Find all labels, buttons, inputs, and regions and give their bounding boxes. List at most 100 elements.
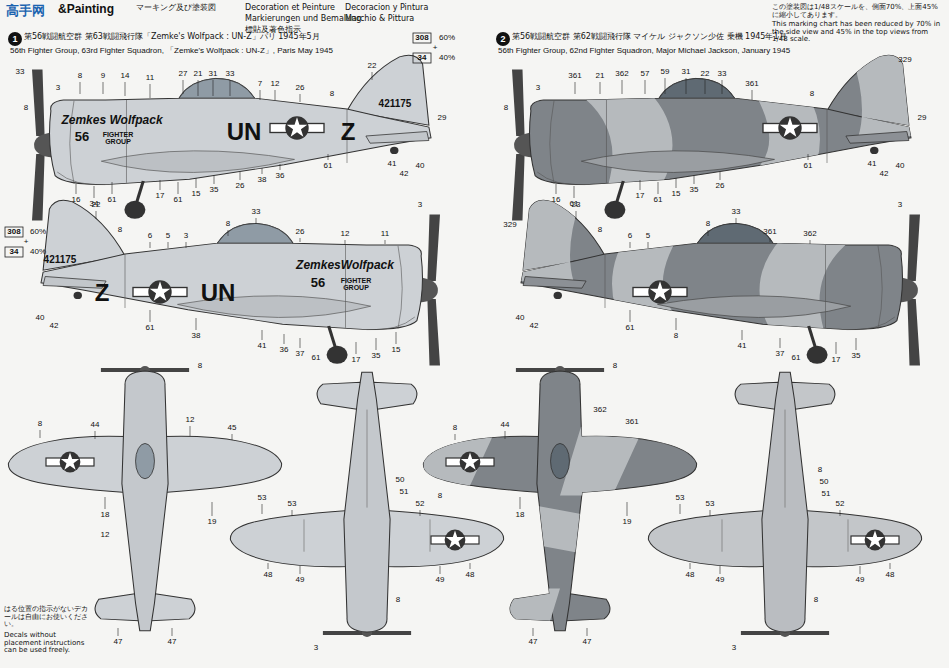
callout-number: 37 (296, 350, 305, 358)
callout-number: 42 (50, 322, 59, 330)
callout-number: 61 (324, 162, 333, 170)
callout-number: 49 (296, 576, 305, 584)
callout-number: 8 (198, 362, 202, 370)
note-text: この塗装図は1/48スケールを、側面70%、上面45%に縮小してあります。 (772, 4, 944, 19)
callout-number: 35 (852, 352, 861, 360)
callout-number: 47 (168, 638, 177, 646)
serial-marking: 421175 (44, 255, 77, 265)
callout-number: 26 (236, 182, 245, 190)
callout-number: 36 (276, 172, 285, 180)
callout-number: 12 (101, 531, 110, 539)
callout-number: 8 (24, 104, 28, 112)
callout-number: 47 (583, 638, 592, 646)
national-insignia (431, 530, 479, 551)
callout-number: 29 (918, 114, 927, 122)
callout-number: 42 (530, 322, 539, 330)
callout-number: 48 (264, 571, 273, 579)
nose-art-text: Zemkes Wolfpack (61, 114, 162, 126)
callout-number: 5 (166, 232, 170, 240)
group-number: 56 (75, 130, 89, 143)
scheme-number-badge: 1 (8, 32, 22, 46)
national-insignia (633, 280, 687, 303)
callout-number: 49 (856, 576, 865, 584)
heading-text: Decoracion y Pintura (345, 4, 428, 12)
callout-number: 21 (194, 70, 203, 78)
national-insignia (763, 116, 817, 139)
callout-number: 51 (400, 488, 409, 496)
callout-number: 8 (613, 362, 617, 370)
badge-circle (8, 32, 22, 46)
callout-number: 41 (868, 160, 877, 168)
callout-number: 361 (625, 418, 638, 426)
callout-number: + (433, 44, 438, 52)
callout-number: 8 (598, 226, 602, 234)
callout-number: 27 (179, 70, 188, 78)
scheme-number-badge: 2 (496, 32, 510, 46)
callout-number: 41 (258, 342, 267, 350)
callout-number: 61 (626, 324, 635, 332)
callout-number: 61 (792, 354, 801, 362)
callout-number: 18 (516, 511, 525, 519)
top-view (423, 366, 696, 631)
group-text: FIGHTER GROUP (98, 131, 138, 145)
callout-number: 362 (615, 70, 628, 78)
heading-text: 第56戦闘航空群 第63戦闘飛行隊「Zemke's Wolfpack : UN-… (24, 33, 320, 41)
callout-number: 8 (706, 220, 710, 228)
callout-number: 53 (676, 494, 685, 502)
national-insignia (851, 530, 899, 551)
callout-number: 8 (453, 424, 457, 432)
callout-number: 26 (296, 228, 305, 236)
scheme-number: 1 (12, 35, 17, 44)
callout-number: 42 (400, 170, 409, 178)
callout-number: 17 (832, 356, 841, 364)
callout-number: 8 (226, 220, 230, 228)
group-number: 56 (311, 276, 325, 289)
callout-number: 362 (803, 230, 816, 238)
callout-number: 361 (568, 72, 581, 80)
serial-marking: 421175 (379, 99, 412, 109)
callout-number: 61 (654, 196, 663, 204)
callout-number: 33 (732, 208, 741, 216)
callout-number: 41 (388, 160, 397, 168)
callout-number: 29 (438, 114, 447, 122)
callout-number: 60% (439, 34, 455, 42)
callout-number: 8 (818, 466, 822, 474)
callout-number: 48 (686, 571, 695, 579)
callout-number: 6 (148, 232, 152, 240)
callout-number: 40% (439, 54, 455, 62)
callout-number: 61 (174, 196, 183, 204)
color-code: 34 (418, 54, 427, 62)
callout-number: 61 (146, 324, 155, 332)
heading-text: Decoration et Peinture (245, 4, 335, 12)
callout-number: 33 (252, 208, 261, 216)
callout-number: 47 (114, 638, 123, 646)
national-insignia (133, 280, 187, 303)
callout-number: 53 (258, 494, 267, 502)
color-box (5, 227, 23, 237)
callout-number: 38 (192, 332, 201, 340)
callout-number: 49 (436, 576, 445, 584)
callout-number: + (24, 238, 29, 246)
color-code: 308 (7, 228, 20, 236)
callout-number: 329 (503, 221, 516, 229)
watermark: 高手网 (6, 4, 45, 17)
callout-number: 8 (330, 90, 334, 98)
sheet-title: &Painting (58, 3, 114, 15)
callout-number: 26 (296, 84, 305, 92)
callout-number: 15 (392, 346, 401, 354)
callout-number: 33 (718, 70, 727, 78)
color-box (413, 33, 431, 43)
callout-number: 22 (701, 70, 710, 78)
side-view (32, 55, 431, 220)
callout-number: 42 (880, 170, 889, 178)
callout-number: 3 (56, 84, 60, 92)
callout-number: 8 (118, 226, 122, 234)
callout-number: 44 (501, 421, 510, 429)
callout-number: 51 (822, 490, 831, 498)
callout-number: 40 (416, 162, 425, 170)
callout-number: 37 (776, 350, 785, 358)
callout-number: 35 (210, 186, 219, 194)
bottom-view (648, 372, 921, 637)
callout-number: 36 (280, 346, 289, 354)
